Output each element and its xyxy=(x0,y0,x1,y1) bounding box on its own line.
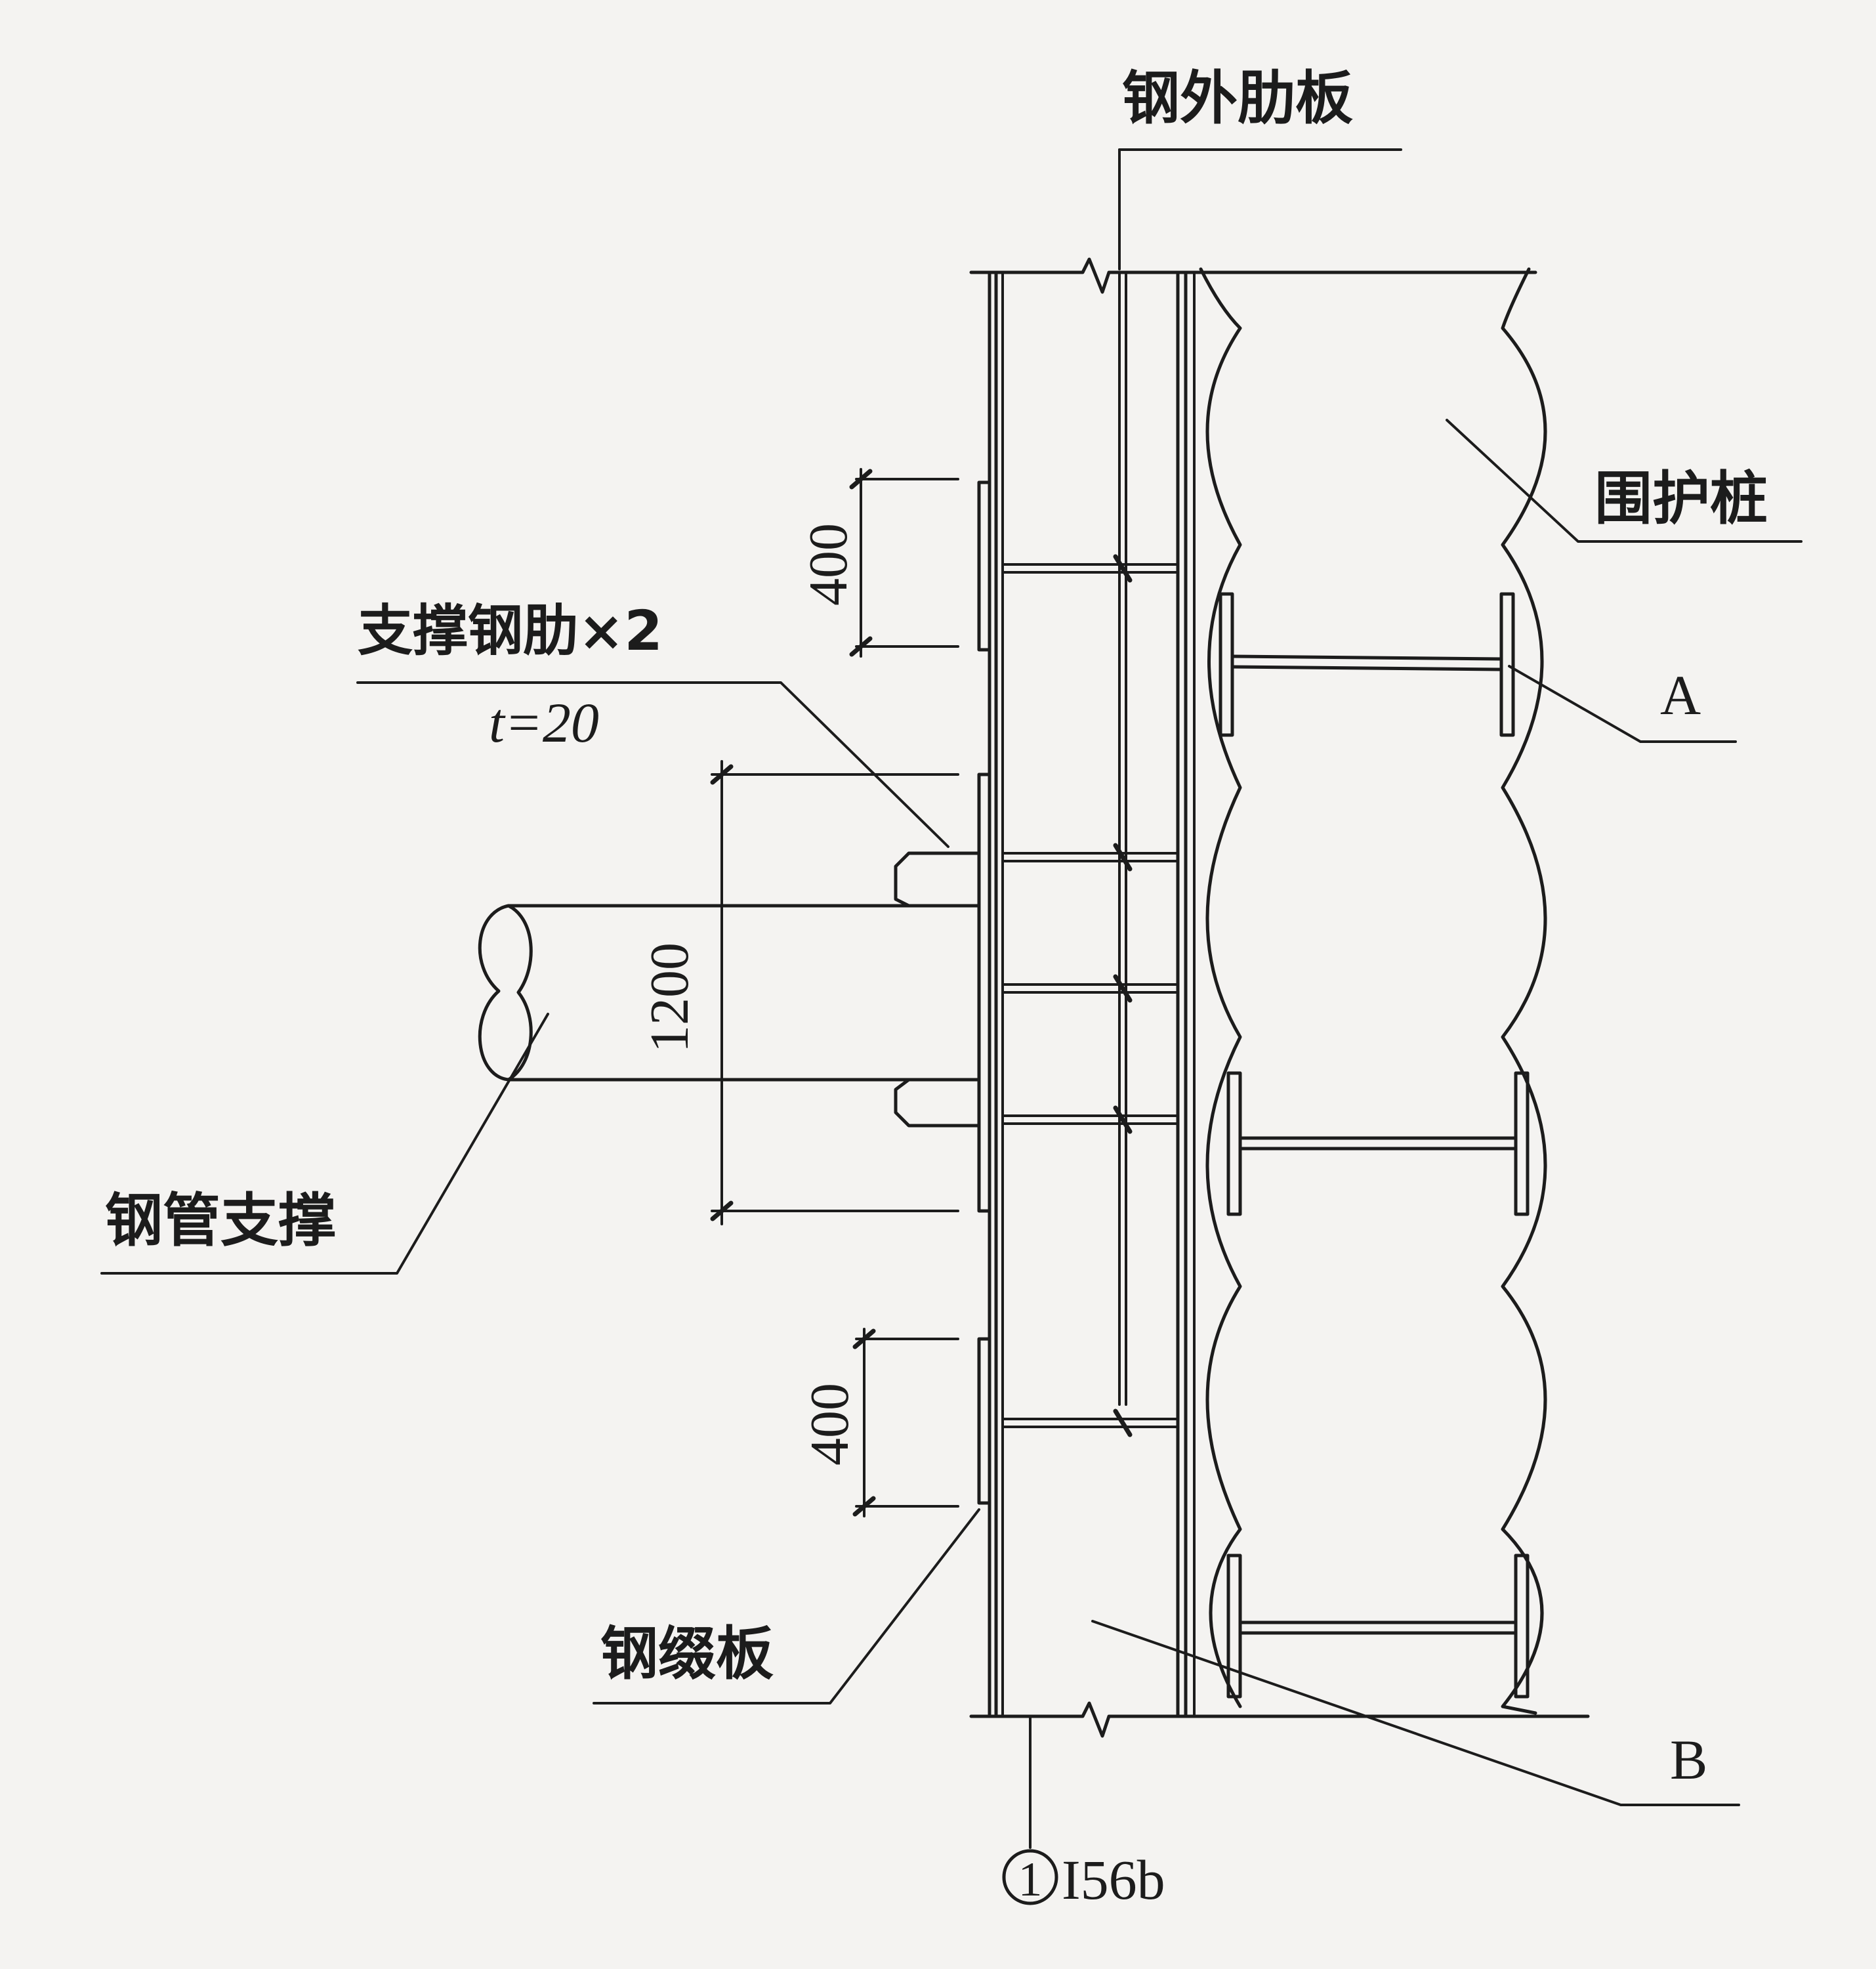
bottom-break-line xyxy=(969,1701,1590,1738)
dim-top-tick-2 xyxy=(849,636,873,657)
label-marker-a: A xyxy=(1660,664,1701,727)
batten-plates xyxy=(977,480,991,1505)
batten-plate-top xyxy=(977,480,991,652)
label-retaining-pile: 围护桩 xyxy=(1595,465,1768,532)
batten-plate-bottom xyxy=(977,1337,991,1505)
stiffener-4 xyxy=(1001,1105,1179,1134)
web-stiffeners xyxy=(1001,554,1179,1437)
label-batten-plate: 钢缀板 xyxy=(600,1620,774,1687)
section-mark: 1 I56b xyxy=(1002,1848,1165,1911)
retaining-piles xyxy=(1199,267,1547,1715)
dim-mid-tick-2 xyxy=(710,1200,734,1221)
steel-pipe-support xyxy=(478,851,981,1128)
leader-marker-b xyxy=(1091,1620,1740,1806)
pile-left-outline xyxy=(1199,267,1242,1708)
leader-marker-a xyxy=(1508,665,1737,743)
dim-top-tick-1 xyxy=(849,469,873,490)
pile-i-beam-bottom xyxy=(1226,1554,1530,1699)
support-rib-upper xyxy=(894,851,981,908)
label-marker-b: B xyxy=(1670,1728,1707,1791)
dim-bot-tick-2 xyxy=(852,1496,876,1517)
section-number-circle xyxy=(1002,1849,1058,1905)
leader-lines xyxy=(100,419,1803,1849)
leader-retaining-pile xyxy=(1446,419,1803,543)
dim-text-bottom-400: 400 xyxy=(799,1383,860,1466)
stiffener-2 xyxy=(1001,843,1179,872)
batten-plate-middle xyxy=(977,773,991,1213)
dim-text-1200: 1200 xyxy=(639,942,700,1053)
dim-text-top-400: 400 xyxy=(798,523,859,606)
pile-i-beam-middle xyxy=(1226,1071,1530,1216)
label-outer-rib-plate: 钢外肋板 xyxy=(1122,64,1353,132)
support-rib-lower xyxy=(894,1078,981,1128)
dimension-lines xyxy=(710,468,959,1517)
stiffener-1 xyxy=(1001,554,1179,583)
pipe-break-end xyxy=(478,904,533,1082)
section-profile: I56b xyxy=(1062,1848,1165,1911)
dim-bot-tick-1 xyxy=(852,1328,876,1349)
stiffener-3 xyxy=(1001,974,1179,1003)
leader-support-rib xyxy=(356,681,949,848)
label-steel-pipe-support: 钢管支撑 xyxy=(105,1187,336,1254)
leader-steel-pipe xyxy=(100,1013,549,1275)
outer-rib-plate xyxy=(1118,148,1402,1406)
dim-mid-tick-1 xyxy=(710,764,734,785)
label-rib-thickness: t=20 xyxy=(489,691,599,754)
top-break-line xyxy=(969,257,1537,294)
label-support-rib: 支撑钢肋×2 xyxy=(358,599,663,663)
main-waler-i56b xyxy=(969,257,1590,1738)
pile-right-outline xyxy=(1501,267,1547,1715)
section-number: 1 xyxy=(1018,1853,1043,1907)
leader-batten-plate xyxy=(593,1508,980,1704)
stiffener-5 xyxy=(1001,1408,1179,1437)
pile-i-beam-a xyxy=(1219,592,1515,737)
pile-i-beams xyxy=(1219,592,1530,1699)
